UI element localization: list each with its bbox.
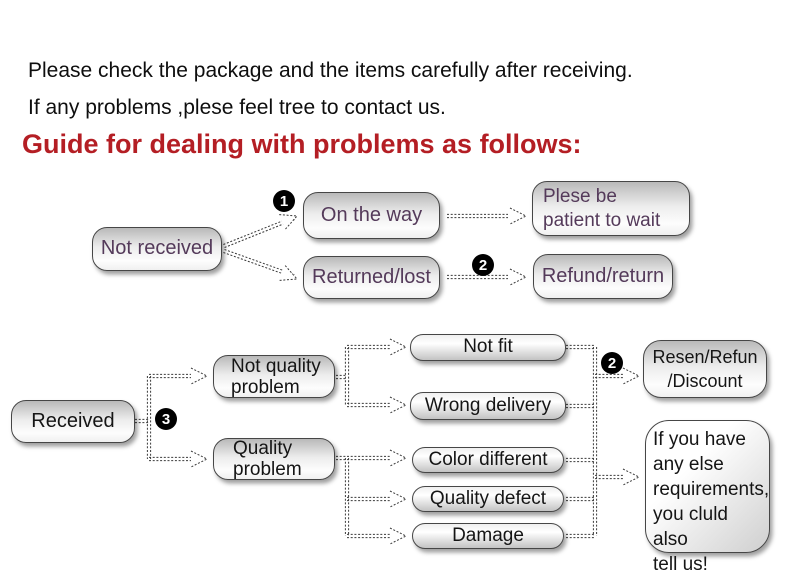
node-received: Received bbox=[11, 400, 135, 443]
node-refund-return: Refund/return bbox=[533, 254, 673, 299]
node-if-you-have: If you have any else requirements, you c… bbox=[645, 420, 770, 575]
badge-step-2-bottom: 2 bbox=[601, 352, 623, 374]
node-quality-problem: Quality problem bbox=[213, 438, 335, 480]
node-not-quality-problem: Not quality problem bbox=[213, 355, 335, 398]
badge-step-1: 1 bbox=[273, 190, 295, 212]
node-plese-be-patient: Plese be patient to wait bbox=[532, 181, 690, 236]
badge-step-2-top: 2 bbox=[472, 254, 494, 276]
intro-line-1: Please check the package and the items c… bbox=[28, 59, 633, 82]
node-wrong-delivery: Wrong delivery bbox=[410, 392, 566, 420]
guide-heading: Guide for dealing with problems as follo… bbox=[22, 129, 582, 159]
badge-step-3: 3 bbox=[155, 408, 177, 430]
intro-line-2: If any problems ,plese feel tree to cont… bbox=[28, 96, 446, 119]
node-not-fit: Not fit bbox=[410, 334, 566, 361]
node-quality-defect: Quality defect bbox=[412, 486, 564, 512]
node-damage: Damage bbox=[412, 523, 564, 549]
node-color-different: Color different bbox=[412, 447, 564, 473]
node-on-the-way: On the way bbox=[303, 192, 440, 239]
node-returned-lost: Returned/lost bbox=[303, 256, 440, 299]
node-not-received: Not received bbox=[92, 227, 222, 271]
node-resen-refun-discount: Resen/Refun /Discount bbox=[643, 340, 767, 398]
